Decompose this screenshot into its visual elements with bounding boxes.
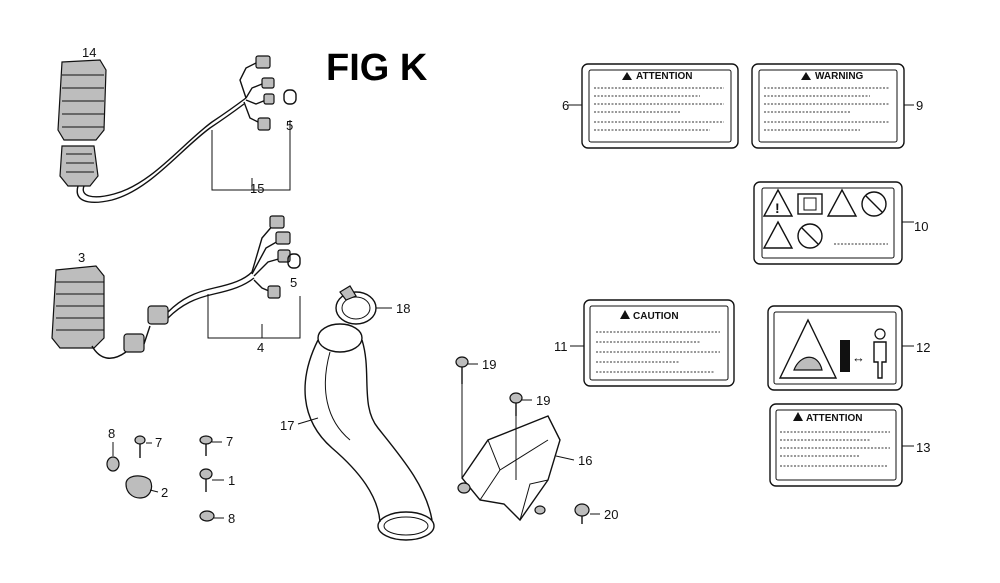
engine-block-icon — [840, 340, 850, 372]
regulator-harness-assembly-upper — [57, 55, 297, 204]
warning-triangle-icon — [762, 188, 794, 217]
label-attention-bottom-title: ATTENTION — [806, 413, 862, 424]
label-warning — [751, 63, 914, 149]
label-pictogram-12: ↔ — [767, 305, 914, 391]
label-attention-top — [568, 63, 739, 149]
no-flame-icon — [861, 191, 887, 217]
callout-2: 2 — [161, 485, 168, 500]
callout-16: 16 — [578, 453, 592, 468]
callout-18: 18 — [396, 301, 410, 316]
callout-10: 10 — [914, 219, 928, 234]
callout-15: 15 — [250, 181, 264, 196]
callout-9: 9 — [916, 98, 923, 113]
callout-11: 11 — [554, 339, 568, 354]
callout-19-upper: 19 — [482, 357, 496, 372]
hot-surface-icon — [762, 220, 794, 249]
warning-triangle-icon — [622, 72, 632, 80]
person-icon — [874, 328, 886, 340]
label-pictogram-10: ! — [753, 181, 914, 265]
label-attention-bottom — [769, 403, 914, 487]
callout-8-left: 8 — [108, 426, 115, 441]
callout-6: 6 — [562, 98, 569, 113]
label-warning-title: WARNING — [815, 71, 864, 82]
warning-triangle-icon — [801, 72, 811, 80]
callout-5-lower: 5 — [290, 275, 297, 290]
warning-triangle-icon — [620, 310, 630, 319]
callout-3: 3 — [78, 250, 85, 265]
callout-7-left: 7 — [155, 435, 162, 450]
hot-surface-icon — [778, 318, 838, 379]
callout-1: 1 — [228, 473, 235, 488]
callout-14: 14 — [82, 45, 96, 60]
bracket-16 — [455, 356, 600, 524]
callout-13: 13 — [916, 440, 930, 455]
fire-hazard-icon — [826, 188, 858, 217]
clamp-band-18 — [335, 285, 392, 325]
callout-7-right: 7 — [226, 434, 233, 449]
label-attention-top-title: ATTENTION — [636, 71, 692, 82]
no-smoking-icon — [797, 223, 823, 249]
warning-triangle-icon — [793, 412, 803, 421]
label-caution — [570, 299, 735, 387]
callout-17: 17 — [280, 418, 294, 433]
duct-tube-17 — [297, 323, 435, 541]
manual-icon — [797, 193, 823, 215]
label-caution-title: CAUTION — [633, 311, 679, 322]
svg-text:↔: ↔ — [852, 350, 865, 365]
regulator-harness-assembly-lower — [51, 215, 301, 359]
svg-text:!: ! — [775, 200, 780, 216]
callout-19-right: 19 — [536, 393, 550, 408]
callout-4: 4 — [257, 340, 264, 355]
callout-5-upper: 5 — [286, 118, 293, 133]
figure-title: FIG K — [326, 47, 428, 89]
callout-8-right: 8 — [228, 511, 235, 526]
small-hardware — [106, 435, 224, 522]
callout-20: 20 — [604, 507, 618, 522]
callout-12: 12 — [916, 340, 930, 355]
